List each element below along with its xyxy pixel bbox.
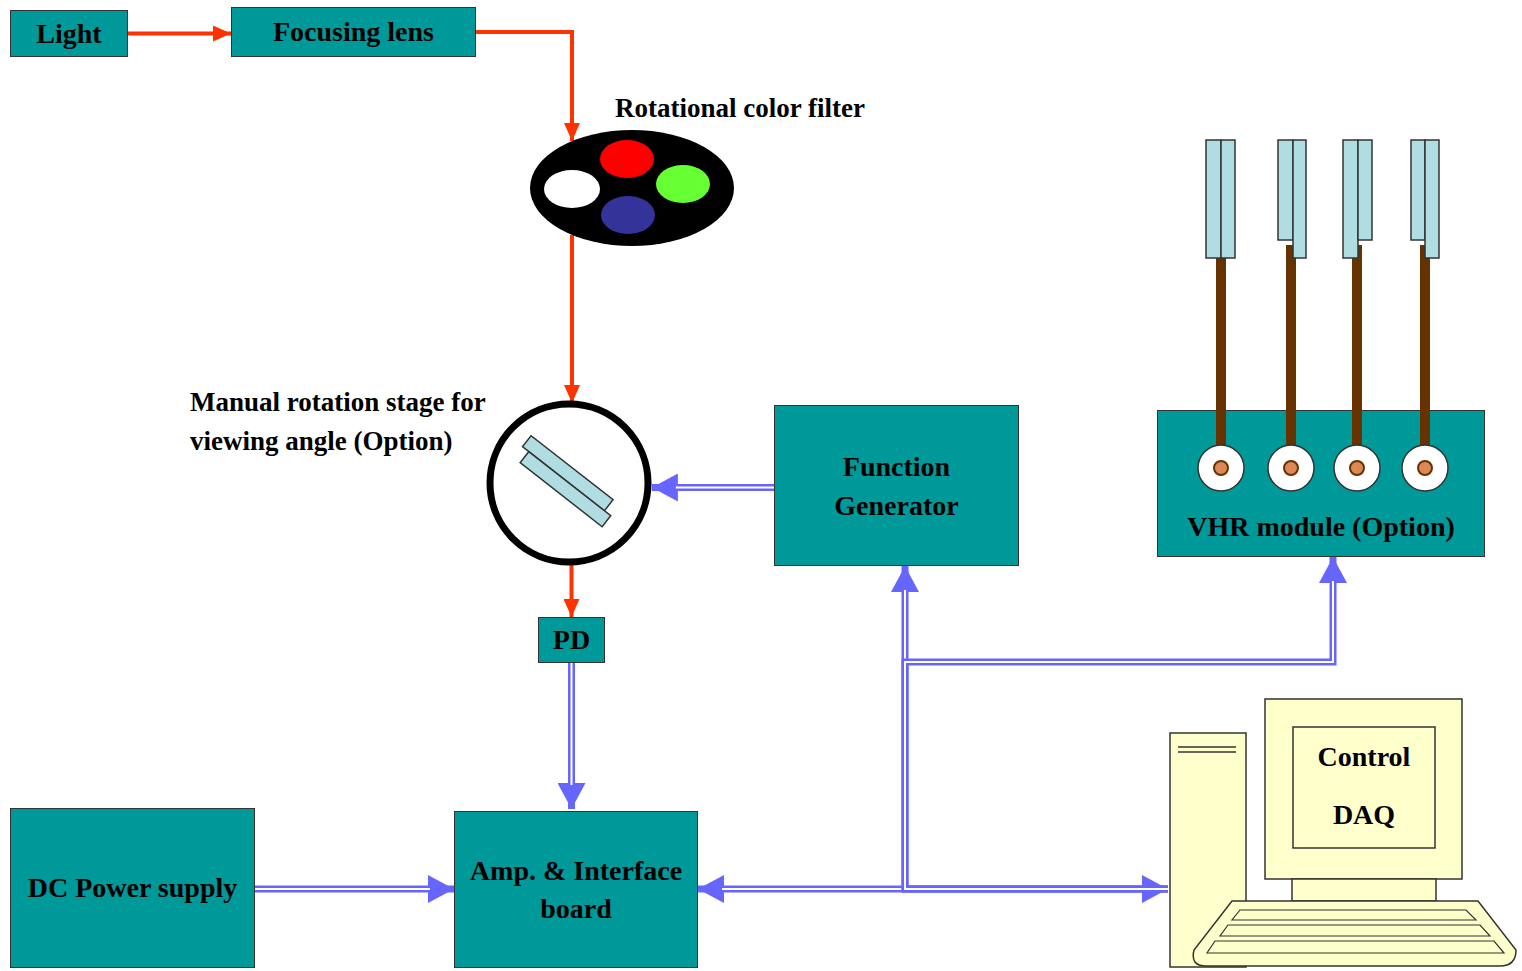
light-path-arrow [571,563,572,617]
function-generator-box: Function Generator [774,405,1019,566]
light-beam [476,32,572,141]
test-cell [1358,140,1372,240]
clear-filter [544,170,600,208]
computer: Control DAQ [1168,698,1520,968]
rotation-stage-ring [490,404,648,562]
photodiode-box: PD [538,617,605,663]
socket-pin [1418,461,1432,475]
socket-pin [1350,461,1364,475]
light-source-box: Light [10,10,128,57]
screen [1293,727,1435,848]
signal-line-inner [905,581,1333,889]
drive-slot [1178,746,1236,748]
probe-wire [1216,245,1226,470]
socket [1268,445,1314,491]
test-cell [1293,140,1306,258]
signal-line-inner [255,888,430,890]
test-cell [1425,140,1439,258]
light-beam [570,235,574,403]
glass-plate [522,436,613,511]
color-filter-wheel: Rotational color filter [530,130,734,246]
signal-line [652,484,774,491]
filter-wheel [530,130,734,246]
amplifier-board-box: Amp. & Interface board [454,811,698,968]
signal-arrow [905,557,1333,889]
signal-arrow [255,889,454,890]
blue-filter [601,196,655,234]
probe-wire [1286,245,1296,470]
pc-tower [1170,733,1246,967]
socket-pin [1284,461,1298,475]
probe-wire [1420,245,1430,470]
keyboard [1193,901,1516,966]
light-path-arrow [476,32,572,141]
socket [1402,445,1448,491]
probe-wire [1352,245,1362,470]
key-row [1207,941,1504,953]
light-beam [128,32,231,36]
signal-line-inner [905,590,1168,889]
node-text: Amp. & Interface board [465,852,687,928]
node-label: Rotational color filter [615,92,945,124]
signal-line [568,663,575,809]
node-text: Function Generator [785,447,1008,525]
drive-slot [1178,751,1236,753]
signal-line [905,557,1333,889]
lens-box: Focusing lens [231,7,476,57]
light-beam [570,563,574,617]
node-text: PD [553,623,590,657]
vhr-module-box: VHR module (Option) [1157,410,1485,557]
green-filter [656,165,710,203]
monitor [1265,699,1462,879]
red-filter [600,140,654,178]
socket-pin [1214,461,1228,475]
signal-line-inner [676,487,774,489]
signal-line [255,886,454,893]
signal-line [905,566,1168,889]
vhr-probes [1198,140,1448,491]
glass-plate [520,452,611,527]
node-text: Light [36,17,101,51]
node-label: Manual rotation stage for viewing angle … [190,383,500,461]
power-supply-box: DC Power supply [10,808,255,968]
node-text: VHR module (Option) [1187,509,1455,545]
lc-cell [514,436,619,527]
test-cell [1221,140,1235,258]
signal-arrow [571,663,572,809]
computer-illustration [1170,699,1516,967]
light-path-arrow [128,33,231,34]
socket [1334,445,1380,491]
node-text: Focusing lens [273,15,434,49]
key-row [1232,910,1476,920]
node-label: Control DAQ [1293,728,1435,844]
signal-arrow [905,566,1168,889]
test-cell [1278,140,1293,240]
signal-arrow [652,487,774,488]
test-cell [1343,140,1358,258]
test-cell [1206,140,1221,258]
test-cell [1411,140,1425,240]
key-row [1220,925,1490,936]
signal-line-inner [571,663,573,785]
socket [1198,445,1244,491]
node-text: DC Power supply [28,869,238,907]
monitor-stand [1292,879,1436,901]
rotation-stage: Manual rotation stage for viewing angle … [489,403,649,563]
light-path-arrow [572,235,573,403]
